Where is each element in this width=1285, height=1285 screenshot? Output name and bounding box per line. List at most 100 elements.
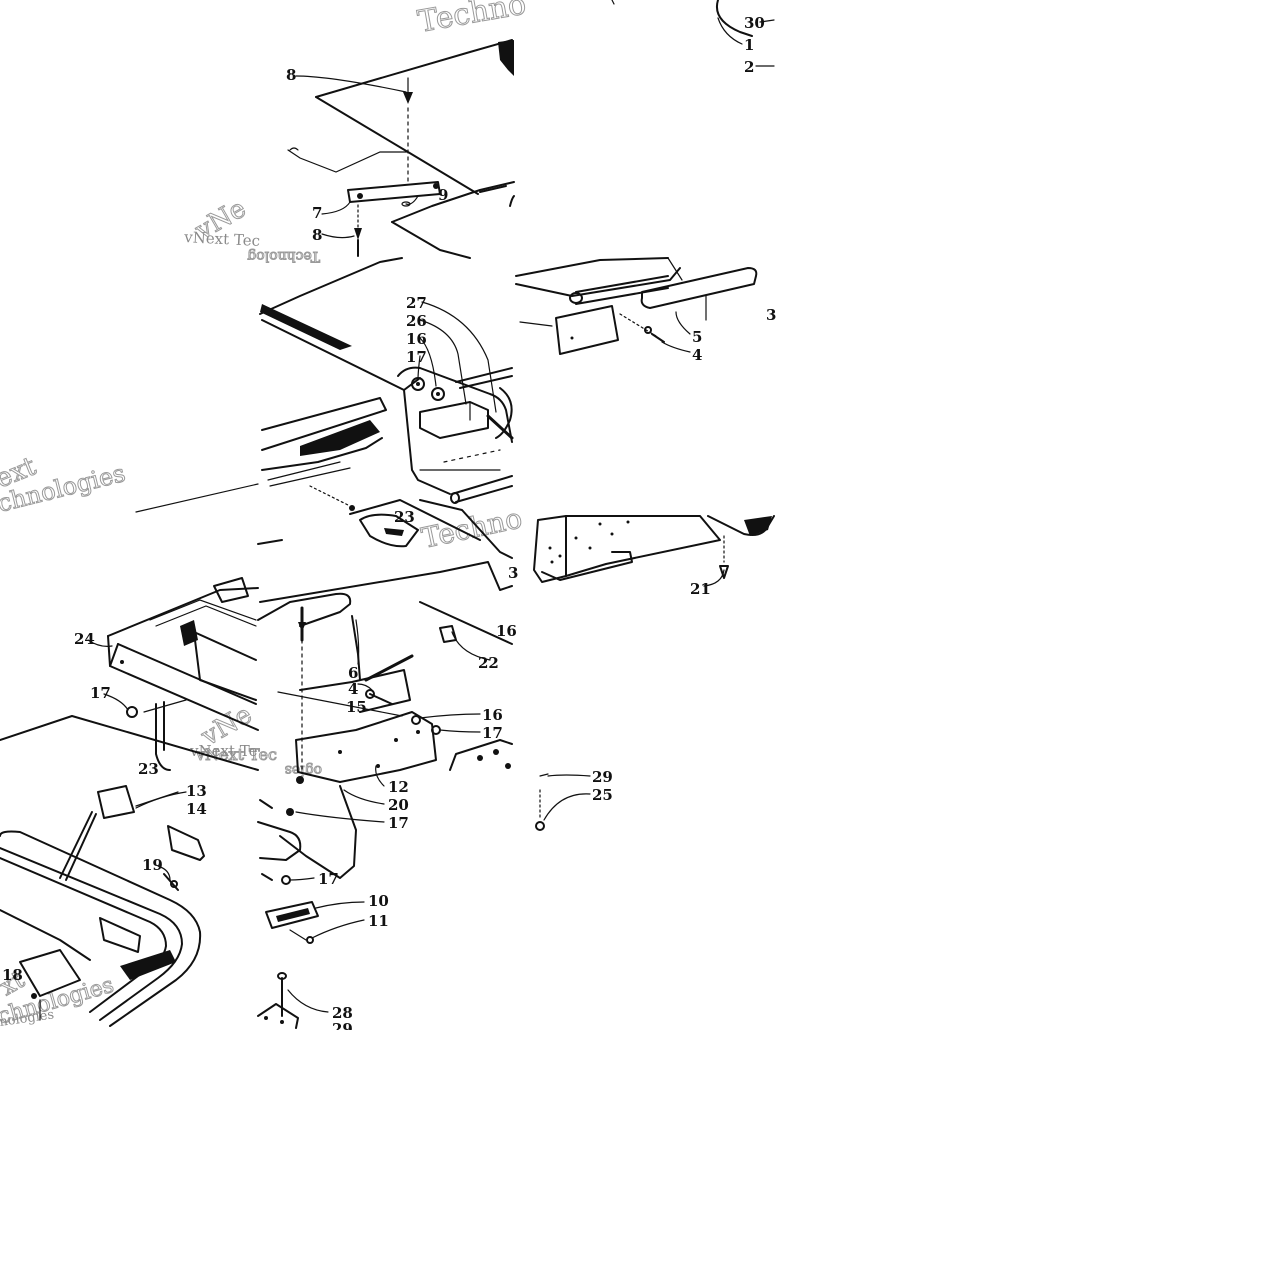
tray-outline xyxy=(0,715,259,771)
edge xyxy=(259,799,273,809)
leader-line xyxy=(287,989,329,1013)
deck-edge xyxy=(259,561,513,603)
mount-bracket-side xyxy=(533,515,567,583)
frame-leg xyxy=(155,703,171,771)
plate-fold xyxy=(515,267,681,297)
cover-plate xyxy=(640,267,758,309)
base-plate xyxy=(257,1003,299,1029)
hinge-bracket xyxy=(347,181,441,203)
hood-panel-edge xyxy=(315,39,513,98)
reflector-panel xyxy=(555,305,619,355)
leader-line xyxy=(405,195,419,205)
bolt-rod xyxy=(364,654,414,682)
leader-line xyxy=(419,337,437,387)
callout-17: 17 xyxy=(318,870,339,888)
callout-19: 19 xyxy=(142,856,163,874)
blank-area xyxy=(0,1030,1285,1285)
mount-plate-holes xyxy=(338,730,420,768)
pin-tip xyxy=(298,622,306,632)
washer xyxy=(411,715,421,725)
leader-line xyxy=(675,311,691,335)
support-assembly xyxy=(257,499,513,784)
panel-mark xyxy=(570,336,574,340)
screw-head xyxy=(644,326,652,334)
hood-panel-bottom-edge xyxy=(391,181,515,223)
leader-line xyxy=(321,201,351,215)
hinge-bracket-hole xyxy=(433,183,439,189)
decal xyxy=(97,785,135,819)
washer-core xyxy=(436,392,440,396)
washer xyxy=(431,387,445,401)
leader-line xyxy=(759,19,775,23)
callout-20: 20 xyxy=(388,796,409,814)
rail-rod-end xyxy=(450,492,460,504)
rod xyxy=(419,601,513,645)
bracket-plate-edge xyxy=(193,631,257,701)
leader-line xyxy=(375,765,385,787)
latch-plate xyxy=(265,901,319,929)
callout-11: 11 xyxy=(368,912,389,930)
callout-25: 25 xyxy=(592,786,613,804)
callout-5: 5 xyxy=(692,328,702,346)
rivet xyxy=(296,776,304,784)
callout-6: 6 xyxy=(348,664,358,682)
hood-panel-assembly xyxy=(287,39,515,259)
pin xyxy=(479,185,507,193)
callout-27: 27 xyxy=(406,294,427,312)
callout-4: 4 xyxy=(692,346,702,364)
leader-line xyxy=(343,789,385,805)
leader-line xyxy=(355,619,360,665)
mount-plate xyxy=(295,711,437,783)
guide-line xyxy=(277,691,403,717)
clamp-shade xyxy=(384,528,404,536)
callout-13: 13 xyxy=(186,782,207,800)
callout-15: 15 xyxy=(346,698,367,716)
cable xyxy=(349,499,481,541)
callout-17: 17 xyxy=(482,724,503,742)
latch-slot xyxy=(276,908,310,922)
frame-rivet xyxy=(120,660,124,664)
callout-7: 7 xyxy=(312,204,322,222)
tray-block xyxy=(99,917,141,953)
callout-4: 4 xyxy=(348,680,358,698)
support-side xyxy=(351,615,361,681)
leader-line xyxy=(315,901,365,909)
louver-frame xyxy=(261,397,387,451)
tube xyxy=(257,592,352,627)
clip-edge xyxy=(509,195,515,207)
callout-1: 1 xyxy=(744,36,754,54)
callout-18: 18 xyxy=(2,966,23,984)
callout-17: 17 xyxy=(388,814,409,832)
handle-arc xyxy=(716,0,753,37)
tray-rim-inner xyxy=(0,847,183,1021)
nut xyxy=(535,821,545,831)
leader-line xyxy=(289,877,315,881)
tray-assembly xyxy=(0,785,205,1027)
leader-line xyxy=(451,631,491,661)
nut xyxy=(281,875,291,885)
rivet-head xyxy=(354,228,362,240)
plate-assembly xyxy=(515,257,758,355)
hood-panel-lower-edge xyxy=(287,149,409,173)
hood-brace xyxy=(498,40,514,76)
louver-vents xyxy=(300,420,380,456)
lower-bracket-assembly xyxy=(257,785,357,1029)
plate-top-edge xyxy=(515,257,669,277)
callout-16: 16 xyxy=(482,706,503,724)
callout-3: 3 xyxy=(508,564,518,582)
edge xyxy=(257,539,283,545)
leader-lines xyxy=(87,17,743,1013)
callout-28: 28 xyxy=(332,1004,353,1022)
plate-corner xyxy=(667,257,683,281)
pin xyxy=(261,873,273,881)
hood-panel-fold-line xyxy=(315,96,479,195)
leader-line xyxy=(357,683,373,691)
bolt-head xyxy=(277,972,287,980)
clamp-shade xyxy=(744,516,772,536)
leader-line xyxy=(717,17,743,45)
blank-area xyxy=(776,0,1285,1030)
fastener-line xyxy=(539,773,549,777)
screw-head xyxy=(306,936,314,944)
fastener-group xyxy=(535,773,549,831)
